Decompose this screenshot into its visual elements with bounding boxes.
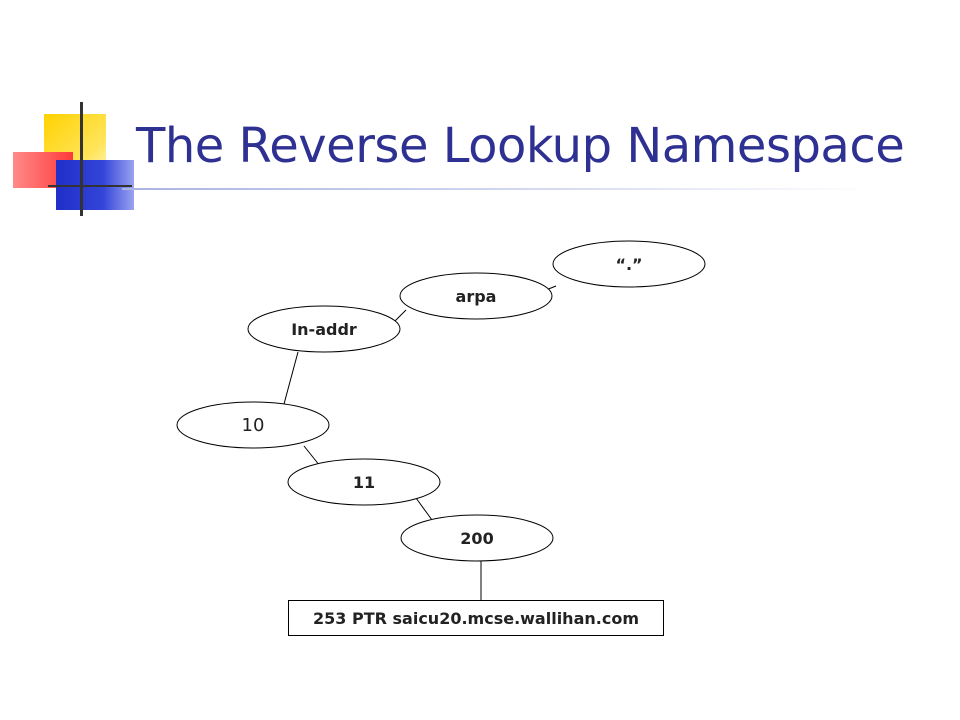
node-in-addr-label: In-addr bbox=[291, 320, 357, 339]
node-root: “.” bbox=[552, 240, 706, 288]
title-underline bbox=[122, 188, 872, 190]
decor-vertical-line bbox=[80, 102, 83, 216]
decor-horizontal-line bbox=[48, 185, 132, 187]
node-arpa: arpa bbox=[399, 272, 553, 320]
ptr-record-text: 253 PTR saicu20.mcse.wallihan.com bbox=[313, 608, 639, 628]
slide-title: The Reverse Lookup Namespace bbox=[136, 118, 905, 174]
node-10-label: 10 bbox=[242, 415, 265, 436]
node-11: 11 bbox=[287, 458, 441, 506]
node-200: 200 bbox=[400, 514, 554, 562]
node-10: 10 bbox=[176, 401, 330, 449]
ptr-record-box: 253 PTR saicu20.mcse.wallihan.com bbox=[288, 600, 664, 636]
node-in-addr: In-addr bbox=[247, 305, 401, 353]
edge-arpa-inaddr bbox=[393, 309, 407, 323]
node-arpa-label: arpa bbox=[456, 287, 497, 306]
edge-10-11 bbox=[303, 445, 321, 467]
node-11-label: 11 bbox=[353, 473, 375, 492]
edge-11-200 bbox=[415, 497, 433, 521]
edge-inaddr-10 bbox=[283, 351, 299, 405]
node-200-label: 200 bbox=[460, 529, 493, 548]
node-root-label: “.” bbox=[615, 255, 642, 274]
